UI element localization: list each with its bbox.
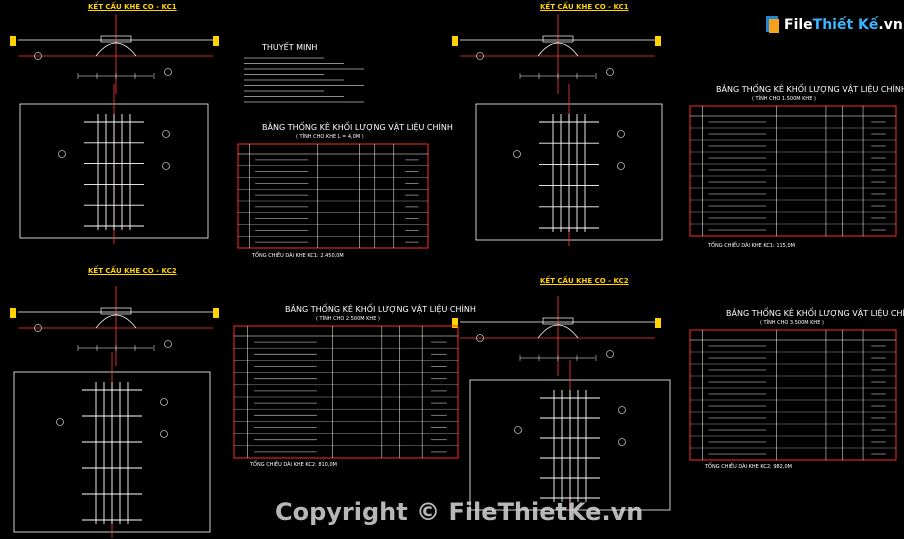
top-left-elevation-callout — [162, 162, 170, 170]
table-3-border — [689, 105, 897, 237]
bottom-left-detail-callout — [164, 340, 172, 348]
bottom-left-elevation-callout — [160, 398, 168, 406]
top-left-detail-cap-plate — [100, 35, 132, 43]
top-left-elevation-callout — [162, 130, 170, 138]
table-4-total: TỔNG CHIỀU DÀI KHE KC2: 982,0M — [705, 464, 792, 470]
top-right-detail-cap-plate — [542, 35, 574, 43]
bottom-right-elevation-callout — [618, 438, 626, 446]
copyright-watermark: Copyright © FileThietKe.vn — [275, 498, 644, 526]
logo-text: FileThiết Kế.vn — [784, 17, 903, 33]
top-left-elevation-callout — [58, 150, 66, 158]
top-right-detail-level-marker — [452, 36, 458, 46]
site-logo: FileThiết Kế.vn — [764, 12, 903, 38]
table-1-title: BẢNG THỐNG KÊ KHỐI LƯỢNG VẬT LIỆU CHÍNH — [262, 123, 453, 132]
table-4-subtitle: ( TÍNH CHO 3.500M KHE ) — [760, 320, 824, 326]
table-4-border — [689, 329, 897, 461]
table-3-subtitle: ( TÍNH CHO 1.500M KHE ) — [752, 96, 816, 102]
table-4-title: BẢNG THỐNG KÊ KHỐI LƯỢNG VẬT LIỆU CHÍNH — [726, 309, 904, 318]
bottom-left-detail-cap-arch — [95, 314, 137, 329]
logo-icon — [766, 16, 779, 33]
top-left-detail-level-marker — [10, 36, 16, 46]
bottom-right-elevation-callout — [618, 406, 626, 414]
top-left-detail-callout — [164, 68, 172, 76]
top-right-detail-cap-arch — [537, 42, 579, 57]
table-2-total: TỔNG CHIỀU DÀI KHE KC2: 810,0M — [250, 462, 337, 468]
top-right-elevation-callout — [617, 130, 625, 138]
bottom-left-detail-level-marker — [10, 308, 16, 318]
top-right-elevation-callout — [513, 150, 521, 158]
bottom-right-detail-callout — [476, 334, 484, 342]
bottom-right-detail-cap-plate — [542, 317, 574, 325]
bottom-left-detail-level-marker — [213, 308, 219, 318]
table-3-title: BẢNG THỐNG KÊ KHỐI LƯỢNG VẬT LIỆU CHÍNH — [716, 85, 904, 94]
top-right-detail-callout — [606, 68, 614, 76]
bottom-right-detail-level-marker — [452, 318, 458, 328]
panel-title-bottom-left: KẾT CẤU KHE CO - KC2 — [88, 267, 177, 275]
top-left-detail-cap-arch — [95, 42, 137, 57]
top-left-detail-callout — [34, 52, 42, 60]
bottom-right-elevation-callout — [514, 426, 522, 434]
table-1-total: TỔNG CHIỀU DÀI KHE KC1: 2.450,0M — [252, 253, 344, 259]
notes-title: THUYẾT MINH — [262, 43, 318, 52]
top-right-detail-callout — [476, 52, 484, 60]
bottom-right-detail-callout — [606, 350, 614, 358]
panel-title-bottom-right: KẾT CẤU KHE CO - KC2 — [540, 277, 629, 285]
panel-title-top-left: KẾT CẤU KHE CO - KC1 — [88, 3, 177, 11]
bottom-right-detail-cap-arch — [537, 324, 579, 339]
bottom-left-elevation-callout — [160, 430, 168, 438]
top-left-detail-level-marker — [213, 36, 219, 46]
table-1-subtitle: ( TÍNH CHO KHE L = 4,0M ) — [296, 134, 364, 140]
bottom-right-detail-level-marker — [655, 318, 661, 328]
table-2-title: BẢNG THỐNG KÊ KHỐI LƯỢNG VẬT LIỆU CHÍNH — [285, 305, 476, 314]
panel-title-top-right: KẾT CẤU KHE CO - KC1 — [540, 3, 629, 11]
table-3-total: TỔNG CHIỀU DÀI KHE KC1: 115,0M — [708, 243, 795, 249]
bottom-left-detail-cap-plate — [100, 307, 132, 315]
table-2-subtitle: ( TÍNH CHO 2.500M KHE ) — [316, 316, 380, 322]
table-2-border — [233, 325, 459, 459]
bottom-left-detail-callout — [34, 324, 42, 332]
top-right-elevation-callout — [617, 162, 625, 170]
top-right-detail-level-marker — [655, 36, 661, 46]
bottom-left-elevation-callout — [56, 418, 64, 426]
table-1-border — [237, 143, 429, 249]
